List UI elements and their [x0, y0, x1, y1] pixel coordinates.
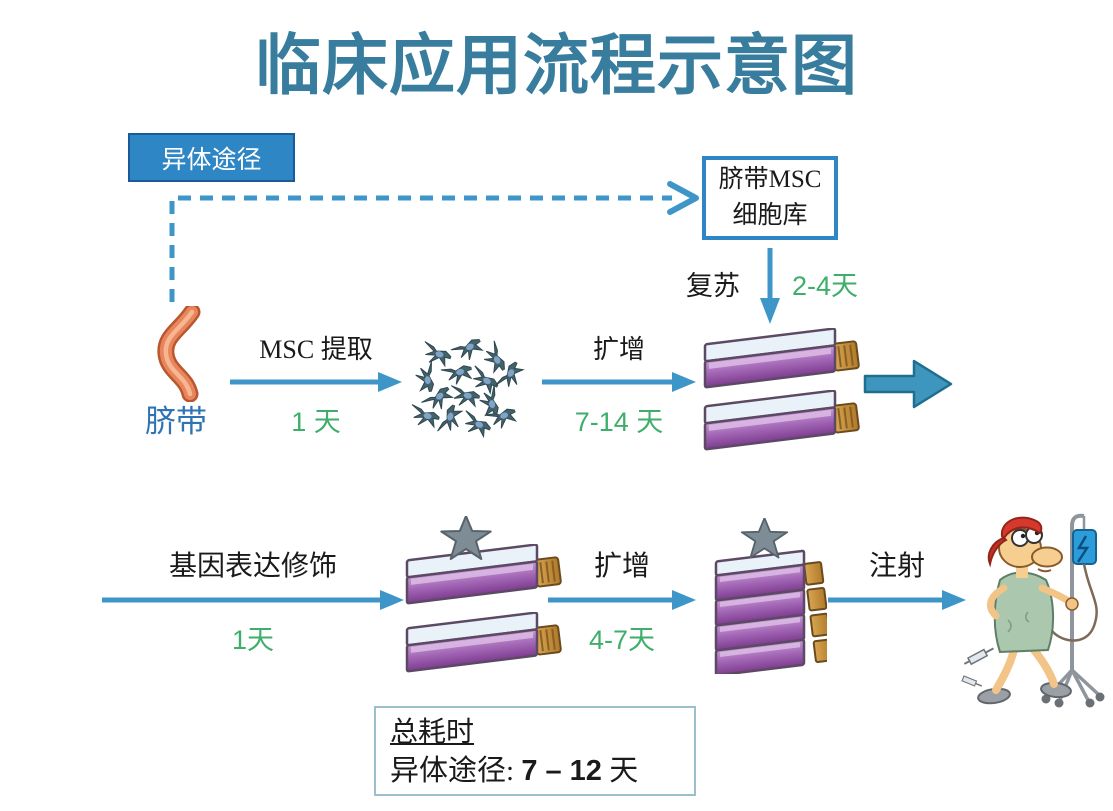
block-arrow-right-icon	[862, 354, 954, 414]
arrow-right-icon	[102, 590, 404, 610]
modified-flask-image	[402, 612, 564, 674]
total-time-route: 异体途径:	[390, 755, 522, 788]
umbilical-cord-image	[157, 306, 201, 402]
arrow-right-icon	[542, 372, 696, 392]
culture-flask-image	[700, 328, 862, 390]
step-expand-1: 扩增 7-14 天	[540, 330, 698, 439]
step-expand-1-duration: 7-14 天	[574, 407, 664, 437]
thaw-duration: 2-4天	[792, 271, 859, 301]
step-msc-extract-duration: 1 天	[291, 407, 341, 437]
total-time-line: 异体途径: 7 – 12 天	[390, 752, 680, 791]
total-time-unit: 天	[601, 755, 639, 788]
umbilical-cord-label: 脐带	[145, 404, 207, 439]
step-gene-modify-duration: 1天	[231, 625, 275, 655]
step-msc-extract: MSC 提取 1 天	[228, 330, 404, 439]
total-time-value: 7 – 12	[521, 755, 602, 788]
cell-bank-line2: 细胞库	[732, 202, 808, 229]
total-time-box: 总耗时 异体途径: 7 – 12 天	[374, 706, 696, 796]
page-title: 临床应用流程示意图	[255, 28, 858, 102]
step-gene-modify: 基因表达修饰 1天	[100, 544, 406, 657]
msc-cells-image	[406, 334, 529, 442]
thaw-label: 复苏	[686, 271, 740, 301]
star-icon	[737, 518, 792, 564]
flask-stack-image	[712, 546, 827, 674]
allogeneic-route-badge: 异体途径	[128, 133, 295, 182]
step-expand-2-label: 扩增	[593, 551, 650, 582]
step-expand-1-label: 扩增	[592, 335, 645, 364]
allogeneic-route-label: 异体途径	[161, 146, 262, 174]
step-inject: 注射	[826, 544, 968, 612]
arrow-right-icon	[548, 590, 696, 610]
cell-bank-box: 脐带MSC 细胞库	[702, 156, 838, 240]
step-inject-label: 注射	[868, 551, 925, 582]
step-gene-modify-label: 基因表达修饰	[168, 551, 337, 582]
arrow-down-icon	[760, 248, 780, 324]
arrow-right-icon	[828, 590, 966, 610]
step-msc-extract-label: MSC 提取	[259, 335, 373, 364]
patient-cartoon-image	[961, 513, 1105, 708]
arrow-right-icon	[230, 372, 402, 392]
culture-flask-image	[700, 390, 862, 452]
step-expand-2: 扩增 4-7天	[546, 544, 698, 657]
step-expand-2-duration: 4-7天	[588, 625, 656, 655]
total-time-heading: 总耗时	[390, 717, 475, 748]
star-icon	[436, 516, 496, 566]
cell-bank-line1: 脐带MSC	[718, 165, 822, 193]
